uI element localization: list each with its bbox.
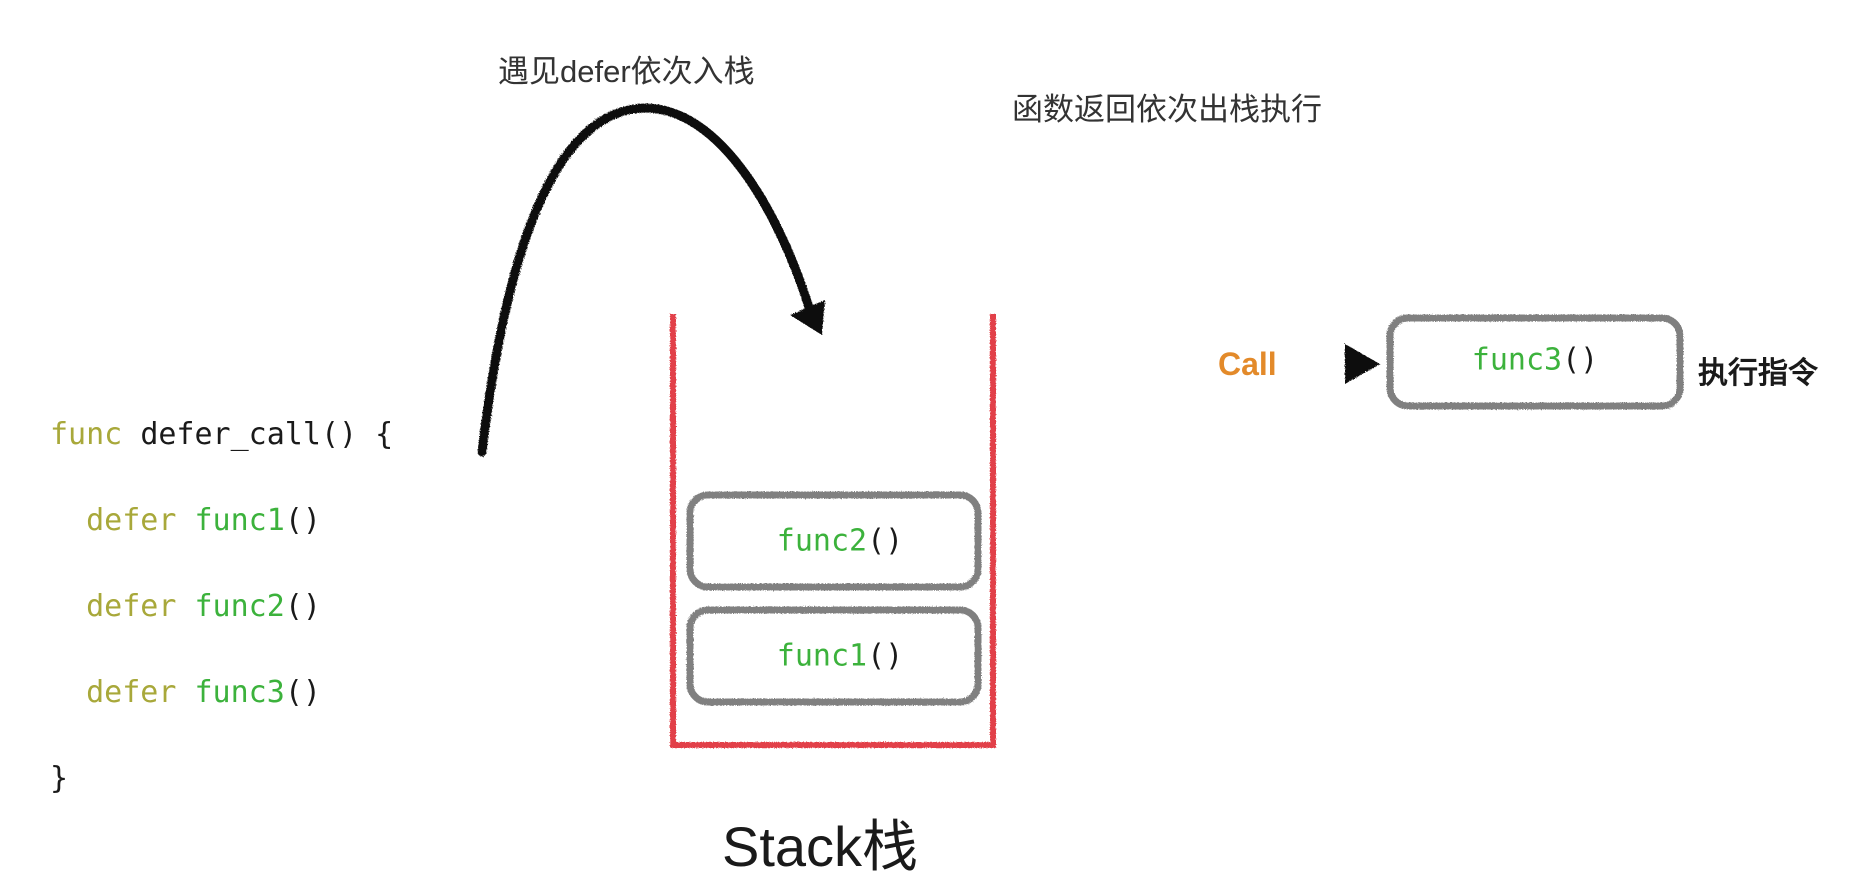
- code-keyword: defer: [86, 675, 177, 710]
- stack-frame-border-func1: [686, 606, 982, 706]
- frame-suffix: (): [867, 638, 904, 674]
- code-line-func: func defer_call() {: [50, 413, 393, 456]
- code-line-close: }: [50, 757, 393, 800]
- code-closing-brace: }: [50, 761, 69, 796]
- code-call-name: func1: [194, 503, 285, 538]
- code-keyword: func: [50, 417, 123, 452]
- code-suffix: (): [284, 503, 321, 538]
- code-line-defer-3: defer func3(): [50, 671, 393, 714]
- code-suffix: (): [284, 675, 321, 710]
- stack-container: [670, 314, 996, 748]
- code-function-name: defer_call: [140, 417, 321, 452]
- frame-suffix: (): [1562, 342, 1599, 378]
- frame-suffix: (): [867, 523, 904, 559]
- code-keyword: defer: [86, 589, 177, 624]
- code-call-name: func3: [194, 675, 285, 710]
- executing-frame-border: [1386, 314, 1684, 410]
- executing-frame: func3(): [1472, 343, 1598, 378]
- frame-function-name: func2: [776, 523, 868, 559]
- code-line-defer-2: defer func2(): [50, 585, 393, 628]
- stack-frame-func2: func2(): [777, 524, 903, 559]
- stack-frame-border-func2: [686, 491, 982, 591]
- code-suffix: () {: [320, 417, 394, 452]
- call-arrow-head: [1345, 344, 1380, 384]
- code-call-name: func2: [194, 589, 285, 624]
- pop-label: 函数返回依次出栈执行: [1012, 92, 1322, 127]
- code-line-defer-1: defer func1(): [50, 499, 393, 542]
- push-arrow-curve: [477, 103, 817, 457]
- call-label: Call: [1218, 346, 1277, 382]
- push-arrow-head: [790, 300, 825, 335]
- code-suffix: (): [284, 589, 321, 624]
- frame-function-name: func3: [1471, 342, 1563, 378]
- stack-frame-func1: func1(): [777, 639, 903, 674]
- stack-title: Stack栈: [722, 815, 919, 878]
- code-keyword: defer: [86, 503, 177, 538]
- push-label: 遇见defer依次入栈: [498, 54, 755, 89]
- code-block: func defer_call() { defer func1() defer …: [50, 370, 393, 843]
- frame-function-name: func1: [776, 638, 868, 674]
- exec-label: 执行指令: [1698, 357, 1818, 390]
